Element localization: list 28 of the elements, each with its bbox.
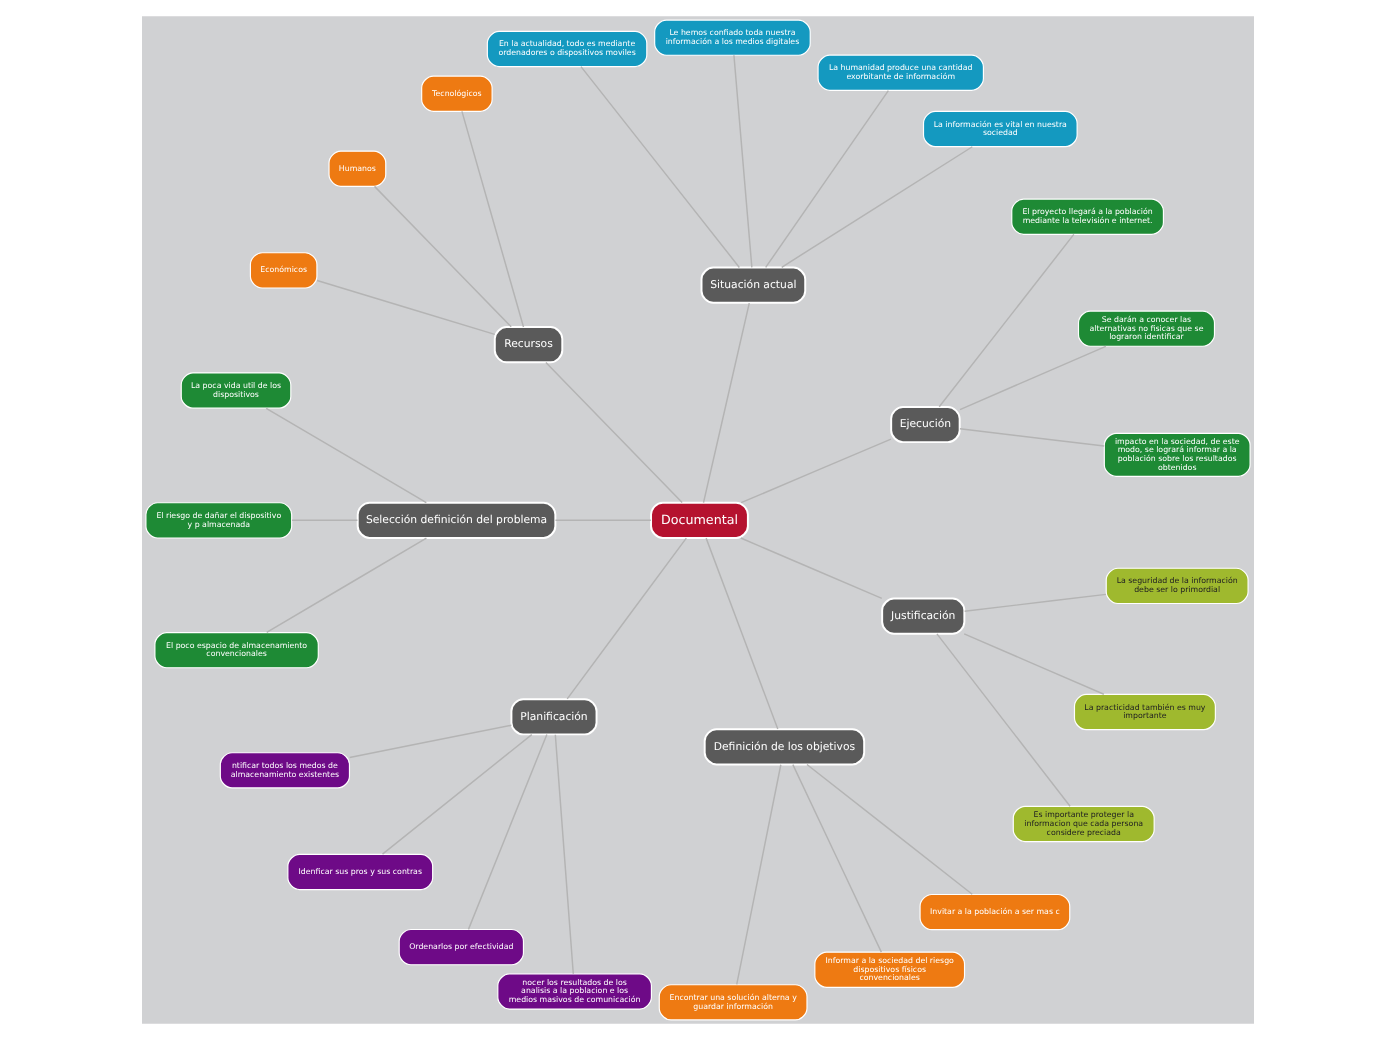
connector bbox=[565, 537, 687, 700]
connector bbox=[264, 537, 427, 634]
connector bbox=[937, 233, 1074, 408]
connector bbox=[739, 438, 891, 504]
connector bbox=[347, 724, 512, 759]
connector bbox=[962, 633, 1104, 696]
connector bbox=[739, 537, 882, 600]
connector bbox=[704, 537, 778, 730]
connector bbox=[553, 734, 574, 975]
connector bbox=[372, 185, 511, 328]
connector bbox=[701, 302, 749, 504]
connector bbox=[466, 733, 547, 931]
connector bbox=[958, 345, 1106, 411]
connector bbox=[935, 633, 1070, 808]
connector bbox=[958, 427, 1104, 447]
connector bbox=[791, 763, 882, 953]
connector bbox=[805, 763, 972, 895]
connector bbox=[735, 764, 781, 986]
connector bbox=[579, 65, 740, 269]
connector bbox=[962, 593, 1106, 612]
connector bbox=[732, 54, 752, 269]
connector bbox=[763, 89, 889, 269]
connector bbox=[264, 407, 427, 504]
connector bbox=[380, 733, 532, 855]
connector bbox=[544, 361, 682, 504]
connector bbox=[460, 110, 524, 328]
connector bbox=[779, 146, 973, 268]
connector bbox=[315, 279, 495, 336]
